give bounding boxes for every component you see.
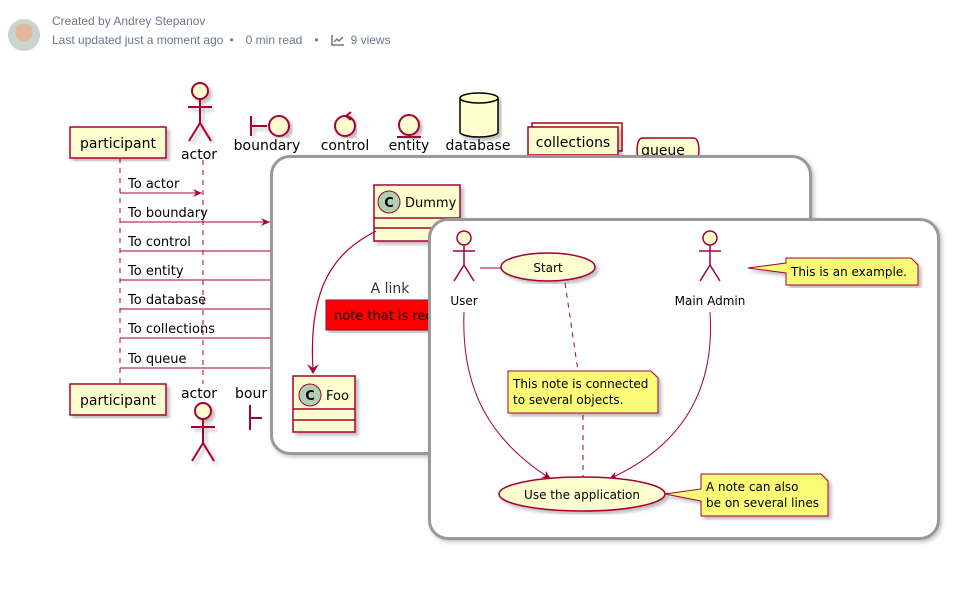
note-connectors (564, 282, 584, 479)
message: To entity (120, 264, 280, 281)
svg-text:This is an example.: This is an example. (790, 265, 907, 279)
collections-box: collections (527, 122, 623, 156)
separator: • (229, 33, 234, 47)
svg-text:be on several lines: be on several lines (706, 496, 819, 510)
boundary-bottom-icon (249, 405, 262, 430)
svg-text:To collections: To collections (127, 322, 215, 337)
admin-label: Main Admin (675, 294, 746, 308)
page-meta: Last updated just a moment ago • 0 min r… (52, 33, 391, 47)
admin-actor-icon (699, 230, 721, 282)
link-label: A link (371, 281, 411, 297)
boundary-label: boundary (234, 138, 301, 154)
messages: To actor To boundary To control To entit… (120, 177, 280, 369)
message: To queue (120, 352, 280, 369)
entity-icon (397, 114, 421, 138)
message: To database (120, 293, 280, 310)
svg-text:to several objects.: to several objects. (513, 393, 623, 407)
actor-bottom-icon (191, 402, 215, 462)
note-connected: This note is connected to several object… (507, 370, 659, 414)
actor-label: actor (181, 147, 217, 163)
created-by: Created by Andrey Stepanov (52, 14, 206, 28)
admin-usecase-arrow (608, 311, 712, 480)
actor-bottom-label: actor (181, 386, 217, 402)
usecase-use-application: Use the application (498, 476, 666, 512)
control-label: control (321, 138, 370, 154)
user-label: User (450, 294, 477, 308)
note-example: This is an example. (747, 257, 919, 286)
svg-text:A note can also: A note can also (706, 480, 799, 494)
svg-text:To boundary: To boundary (127, 206, 208, 221)
usecase-diagram-panel[interactable]: User Main Admin Start This is an example… (428, 218, 940, 540)
svg-text:participant: participant (80, 393, 157, 409)
class-icon: C (384, 196, 394, 211)
svg-text:Dummy: Dummy (405, 196, 457, 211)
svg-text:This note is connected: This note is connected (512, 377, 648, 391)
read-time: 0 min read (245, 33, 303, 47)
message: To collections (120, 322, 280, 339)
svg-text:To actor: To actor (127, 177, 180, 192)
svg-text:Start: Start (533, 261, 563, 275)
svg-text:To database: To database (127, 293, 206, 308)
last-updated: Last updated just a moment ago (52, 33, 224, 47)
class-icon: C (305, 389, 315, 404)
participant-top: participant (69, 126, 167, 159)
note-multiline: A note can also be on several lines (664, 473, 829, 517)
actor-top-icon (188, 82, 212, 142)
entity-label: entity (389, 138, 430, 154)
user-usecase-arrow (463, 311, 552, 480)
arrowhead (307, 364, 319, 374)
message: To control (120, 235, 280, 252)
database-icon (459, 92, 499, 138)
svg-text:collections: collections (536, 135, 610, 151)
svg-text:To queue: To queue (127, 352, 187, 367)
views-link[interactable]: 9 views (350, 33, 391, 47)
line-chart-icon (330, 35, 344, 46)
usecase-diagram: User Main Admin Start This is an example… (450, 230, 919, 517)
svg-text:To control: To control (127, 235, 191, 250)
boundary-bottom-label: bour (235, 386, 267, 402)
boundary-icon (250, 115, 290, 137)
svg-text:note that is red: note that is red (334, 309, 434, 324)
message: To actor (120, 177, 202, 197)
participant-bottom: participant (69, 383, 167, 416)
svg-text:Use the application: Use the application (524, 488, 640, 502)
svg-text:participant: participant (80, 136, 157, 152)
user-actor-icon (453, 230, 475, 282)
link-arrow (311, 230, 377, 371)
svg-text:Foo: Foo (326, 389, 349, 404)
control-icon (334, 111, 356, 137)
usecase-start: Start (500, 252, 596, 282)
message: To boundary (120, 206, 270, 226)
database-label: database (446, 138, 511, 154)
avatar[interactable] (8, 19, 40, 51)
separator: • (314, 33, 319, 47)
svg-text:To entity: To entity (127, 264, 184, 279)
class-foo: C Foo (292, 375, 356, 433)
